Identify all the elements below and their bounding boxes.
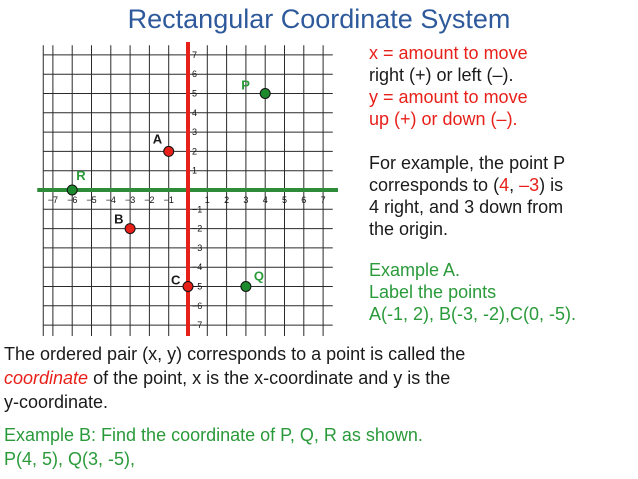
y-tick-label: −7	[192, 320, 202, 330]
x-tick-label: −6	[67, 195, 77, 205]
example-intro-suffix: ) is	[539, 175, 564, 195]
coordinate-definition-paragraph: The ordered pair (x, y) corresponds to a…	[4, 342, 634, 414]
example-a-line1: Example A.	[369, 260, 461, 280]
x-definition-line2: right (+) or left (–).	[369, 65, 514, 85]
x-tick-label: 4	[263, 195, 268, 205]
point-a	[163, 145, 175, 157]
example-intro-prefix: corresponds to (	[369, 175, 500, 195]
x-tick-label: −2	[144, 195, 154, 205]
paragraph-line2-rest: of the point, x is the x-coordinate and …	[88, 368, 451, 388]
page-title: Rectangular Coordinate System	[127, 4, 511, 34]
y-tick-label: 1	[192, 166, 197, 176]
y-tick-label: −6	[192, 301, 202, 311]
x-tick-label: −1	[164, 195, 174, 205]
x-tick-label: 5	[282, 195, 287, 205]
paragraph-line2: coordinate of the point, x is the x-coor…	[4, 366, 634, 390]
coordinate-term: coordinate	[4, 368, 89, 388]
point-label-r: R	[76, 168, 86, 183]
example-intro-sep: ,	[509, 175, 520, 195]
example-b-line1: Example B: Find the coordinate of P, Q, …	[4, 425, 423, 445]
x-definition-line1: x = amount to move	[369, 43, 528, 63]
y-tick-label: 5	[192, 89, 197, 99]
point-label-c: C	[171, 273, 181, 288]
y-definition-line1: y = amount to move	[369, 87, 528, 107]
y-tick-label: 7	[192, 50, 197, 60]
example-a-line3: A(-1, 2), B(-3, -2),C(0, -5).	[369, 304, 577, 324]
x-tick-label: 1	[205, 195, 210, 205]
example-a-line2: Label the points	[369, 282, 497, 302]
y-tick-label: −1	[192, 204, 202, 214]
definitions-block: x = amount to move right (+) or left (–)…	[369, 42, 634, 130]
x-tick-label: 7	[321, 195, 326, 205]
point-label-p: P	[241, 78, 250, 93]
x-tick-label: −4	[106, 195, 116, 205]
x-tick-label: −7	[48, 195, 58, 205]
paragraph-line3: y-coordinate.	[4, 392, 109, 412]
point-r	[66, 184, 78, 196]
y-tick-label: 4	[192, 108, 197, 118]
y-tick-label: −3	[192, 243, 202, 253]
example-intro-x: 4	[499, 175, 510, 195]
point-label-b: B	[114, 212, 123, 227]
example-b-line2: P(4, 5), Q(3, -5),	[4, 449, 136, 469]
example-intro-line4: the origin.	[369, 219, 449, 239]
y-tick-label: 6	[192, 69, 197, 79]
y-tick-label: 3	[192, 127, 197, 137]
point-c	[182, 281, 194, 292]
example-intro-line2: corresponds to (4, –3) is	[369, 174, 634, 196]
x-tick-label: 6	[301, 195, 306, 205]
point-q	[240, 281, 252, 292]
y-tick-label: −4	[192, 262, 202, 272]
example-a: Example A. Label the points A(-1, 2), B(…	[369, 259, 634, 325]
x-tick-label: −3	[125, 195, 135, 205]
point-label-a: A	[153, 131, 163, 146]
example-b: Example B: Find the coordinate of P, Q, …	[4, 423, 634, 471]
y-tick-label: 2	[192, 146, 197, 156]
example-intro: For example, the point P corresponds to …	[369, 152, 634, 240]
example-intro-line1: For example, the point P	[369, 153, 566, 173]
y-tick-label: −2	[192, 224, 202, 234]
paragraph-line1: The ordered pair (x, y) corresponds to a…	[4, 344, 466, 364]
x-tick-label: 3	[243, 195, 248, 205]
example-intro-line3: 4 right, and 3 down from	[369, 197, 564, 217]
y-tick-label: −5	[192, 282, 202, 292]
x-tick-label: 2	[224, 195, 229, 205]
example-intro-y: –3	[519, 175, 540, 195]
point-label-q: Q	[254, 269, 264, 284]
x-tick-label: −5	[86, 195, 96, 205]
y-definition-line2: up (+) or down (–).	[369, 109, 518, 129]
point-b	[124, 223, 136, 235]
point-p	[259, 88, 271, 99]
